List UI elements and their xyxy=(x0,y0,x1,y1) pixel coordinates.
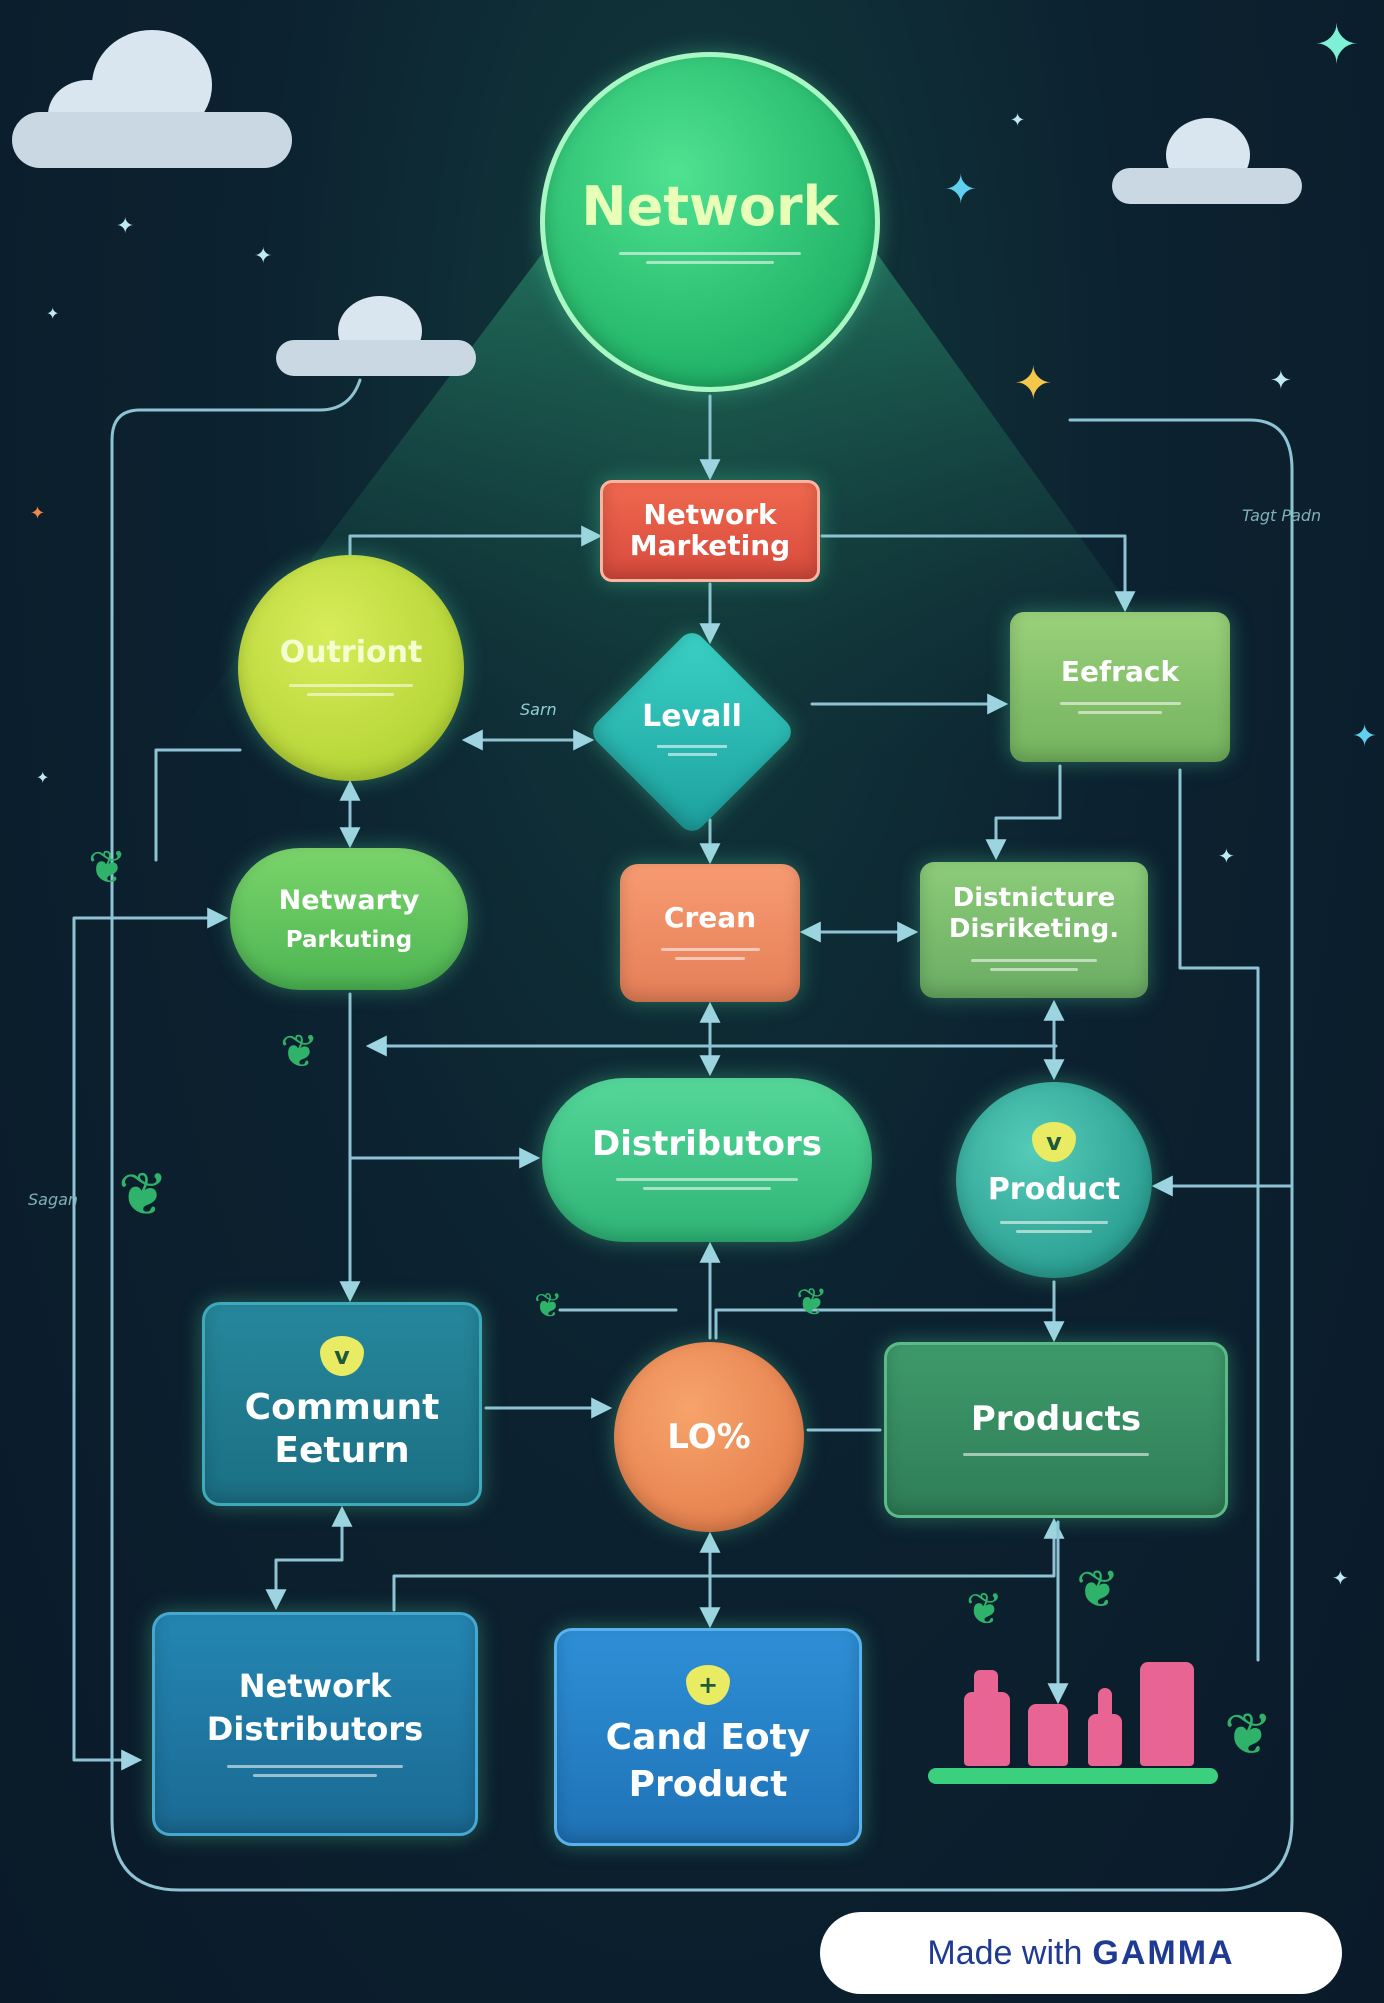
levall-node-text: Levall xyxy=(600,675,784,785)
decorative-lines xyxy=(288,678,414,702)
check-badge-icon: v xyxy=(1032,1121,1076,1162)
decorative-lines xyxy=(616,1172,798,1196)
distnicture-line-2: Disriketing. xyxy=(948,914,1120,944)
lo-percent-node[interactable]: LO% xyxy=(614,1342,804,1532)
products-node[interactable]: Products xyxy=(884,1342,1228,1518)
star-icon: ✦ xyxy=(1332,1566,1349,1590)
side-label-top-right: Tagt Padn xyxy=(1242,506,1322,525)
cand-line-1: Cand Eoty xyxy=(605,1717,811,1759)
commun-line-2: Eeturn xyxy=(274,1430,410,1471)
star-icon: ✦ xyxy=(116,214,135,239)
commun-node[interactable]: v Communt Eeturn xyxy=(202,1302,482,1506)
distributors-node-label: Distributors xyxy=(592,1124,822,1164)
made-with-text: Made with xyxy=(927,1933,1083,1972)
leaf-icon: ❦ xyxy=(280,1024,319,1078)
levall-node-label: Levall xyxy=(642,699,742,734)
network-distributors-line-1: Network xyxy=(238,1666,392,1705)
netwarty-line-2: Parkuting xyxy=(285,927,413,954)
eefrack-node-label: Eefrack xyxy=(1060,654,1180,688)
decorative-lines xyxy=(1000,1215,1108,1239)
network-marketing-line-1: Network xyxy=(643,498,777,532)
crean-node[interactable]: Crean xyxy=(620,864,800,1002)
leaf-icon: ❦ xyxy=(1224,1700,1273,1768)
check-badge-icon: v xyxy=(320,1335,364,1376)
product-node-label: Product xyxy=(987,1171,1121,1207)
decorative-lines xyxy=(619,246,801,270)
decorative-lines xyxy=(971,953,1097,977)
network-distributors-line-2: Distributors xyxy=(206,1710,424,1748)
side-label-left: Sagan xyxy=(28,1190,79,1209)
star-icon: ✦ xyxy=(1314,13,1360,76)
star-icon: ✦ xyxy=(944,167,978,213)
cand-eoty-product-node[interactable]: + Cand Eoty Product xyxy=(554,1628,862,1846)
star-icon: ✦ xyxy=(36,768,50,787)
left-feed-line xyxy=(154,748,242,862)
commun-line-1: Communt xyxy=(244,1386,440,1428)
products-bottom-line xyxy=(392,1517,1065,1612)
outriont-to-nm-line xyxy=(348,525,603,562)
network-marketing-node[interactable]: Network Marketing xyxy=(600,480,820,582)
leaf-icon: ❦ xyxy=(118,1160,169,1230)
leaf-icon: ❦ xyxy=(1076,1560,1120,1620)
decorative-lines xyxy=(1059,696,1181,720)
decorative-lines xyxy=(660,942,760,966)
commun-netdist-line xyxy=(265,1505,353,1611)
outriont-node-label: Outriont xyxy=(279,634,423,670)
decorative-lines xyxy=(963,1447,1149,1462)
distnicture-node[interactable]: Distnicture Disriketing. xyxy=(920,862,1148,998)
network-distributors-node[interactable]: Network Distributors xyxy=(152,1612,478,1836)
network-marketing-line-2: Marketing xyxy=(629,529,791,562)
leaf-icon: ❦ xyxy=(534,1286,563,1326)
eefrack-node[interactable]: Eefrack xyxy=(1010,612,1230,762)
network-node[interactable]: Network xyxy=(540,52,880,392)
product-lo-line xyxy=(714,1280,1056,1340)
made-with-gamma-badge[interactable]: Made with GAMMA xyxy=(820,1912,1342,1994)
product-node[interactable]: v Product xyxy=(956,1082,1152,1278)
star-icon: ✦ xyxy=(1010,110,1026,131)
lo-percent-label: LO% xyxy=(667,1417,751,1457)
side-label-mid: Sarn xyxy=(520,700,557,719)
cloud-top-right xyxy=(1112,118,1302,204)
left-to-netdist-line xyxy=(72,1578,143,1771)
cloud-mid-left xyxy=(276,296,476,376)
star-icon: ✦ xyxy=(254,244,273,269)
leaf-icon: ❦ xyxy=(966,1584,1003,1635)
outer-loop-line xyxy=(110,378,1294,1892)
decorative-lines xyxy=(227,1759,403,1783)
outriont-node[interactable]: Outriont xyxy=(238,555,464,781)
cand-line-2: Product xyxy=(628,1764,788,1805)
decorative-lines xyxy=(657,740,727,761)
gamma-logo: GAMMA xyxy=(1092,1933,1235,1972)
nm-to-eefrack-line xyxy=(820,534,1136,613)
star-icon: ✦ xyxy=(1270,366,1292,396)
leaf-icon: ❦ xyxy=(88,840,127,894)
netwarty-node[interactable]: Netwarty Parkuting xyxy=(230,848,468,990)
network-node-label: Network xyxy=(581,174,839,238)
crean-node-label: Crean xyxy=(663,900,757,934)
cloud-top-left xyxy=(12,20,292,168)
plus-badge-icon: + xyxy=(686,1665,730,1706)
eefrack-distnicture-line xyxy=(985,764,1062,861)
product-bottles-illustration xyxy=(928,1654,1218,1784)
star-icon: ✦ xyxy=(46,304,60,323)
distributors-node[interactable]: Distributors xyxy=(542,1078,872,1242)
star-icon: ✦ xyxy=(1218,844,1235,868)
star-icon: ✦ xyxy=(1352,719,1378,754)
distnicture-line-1: Distnicture xyxy=(952,882,1116,913)
products-node-label: Products xyxy=(970,1398,1142,1439)
left-to-netwarty-line xyxy=(72,907,229,1582)
right-inner-line xyxy=(1178,768,1260,1662)
leaf-icon: ❦ xyxy=(796,1280,828,1324)
netwarty-line-1: Netwarty xyxy=(278,885,420,916)
sparkle-icon: ✦ xyxy=(1014,356,1053,410)
star-icon: ✦ xyxy=(30,503,46,524)
